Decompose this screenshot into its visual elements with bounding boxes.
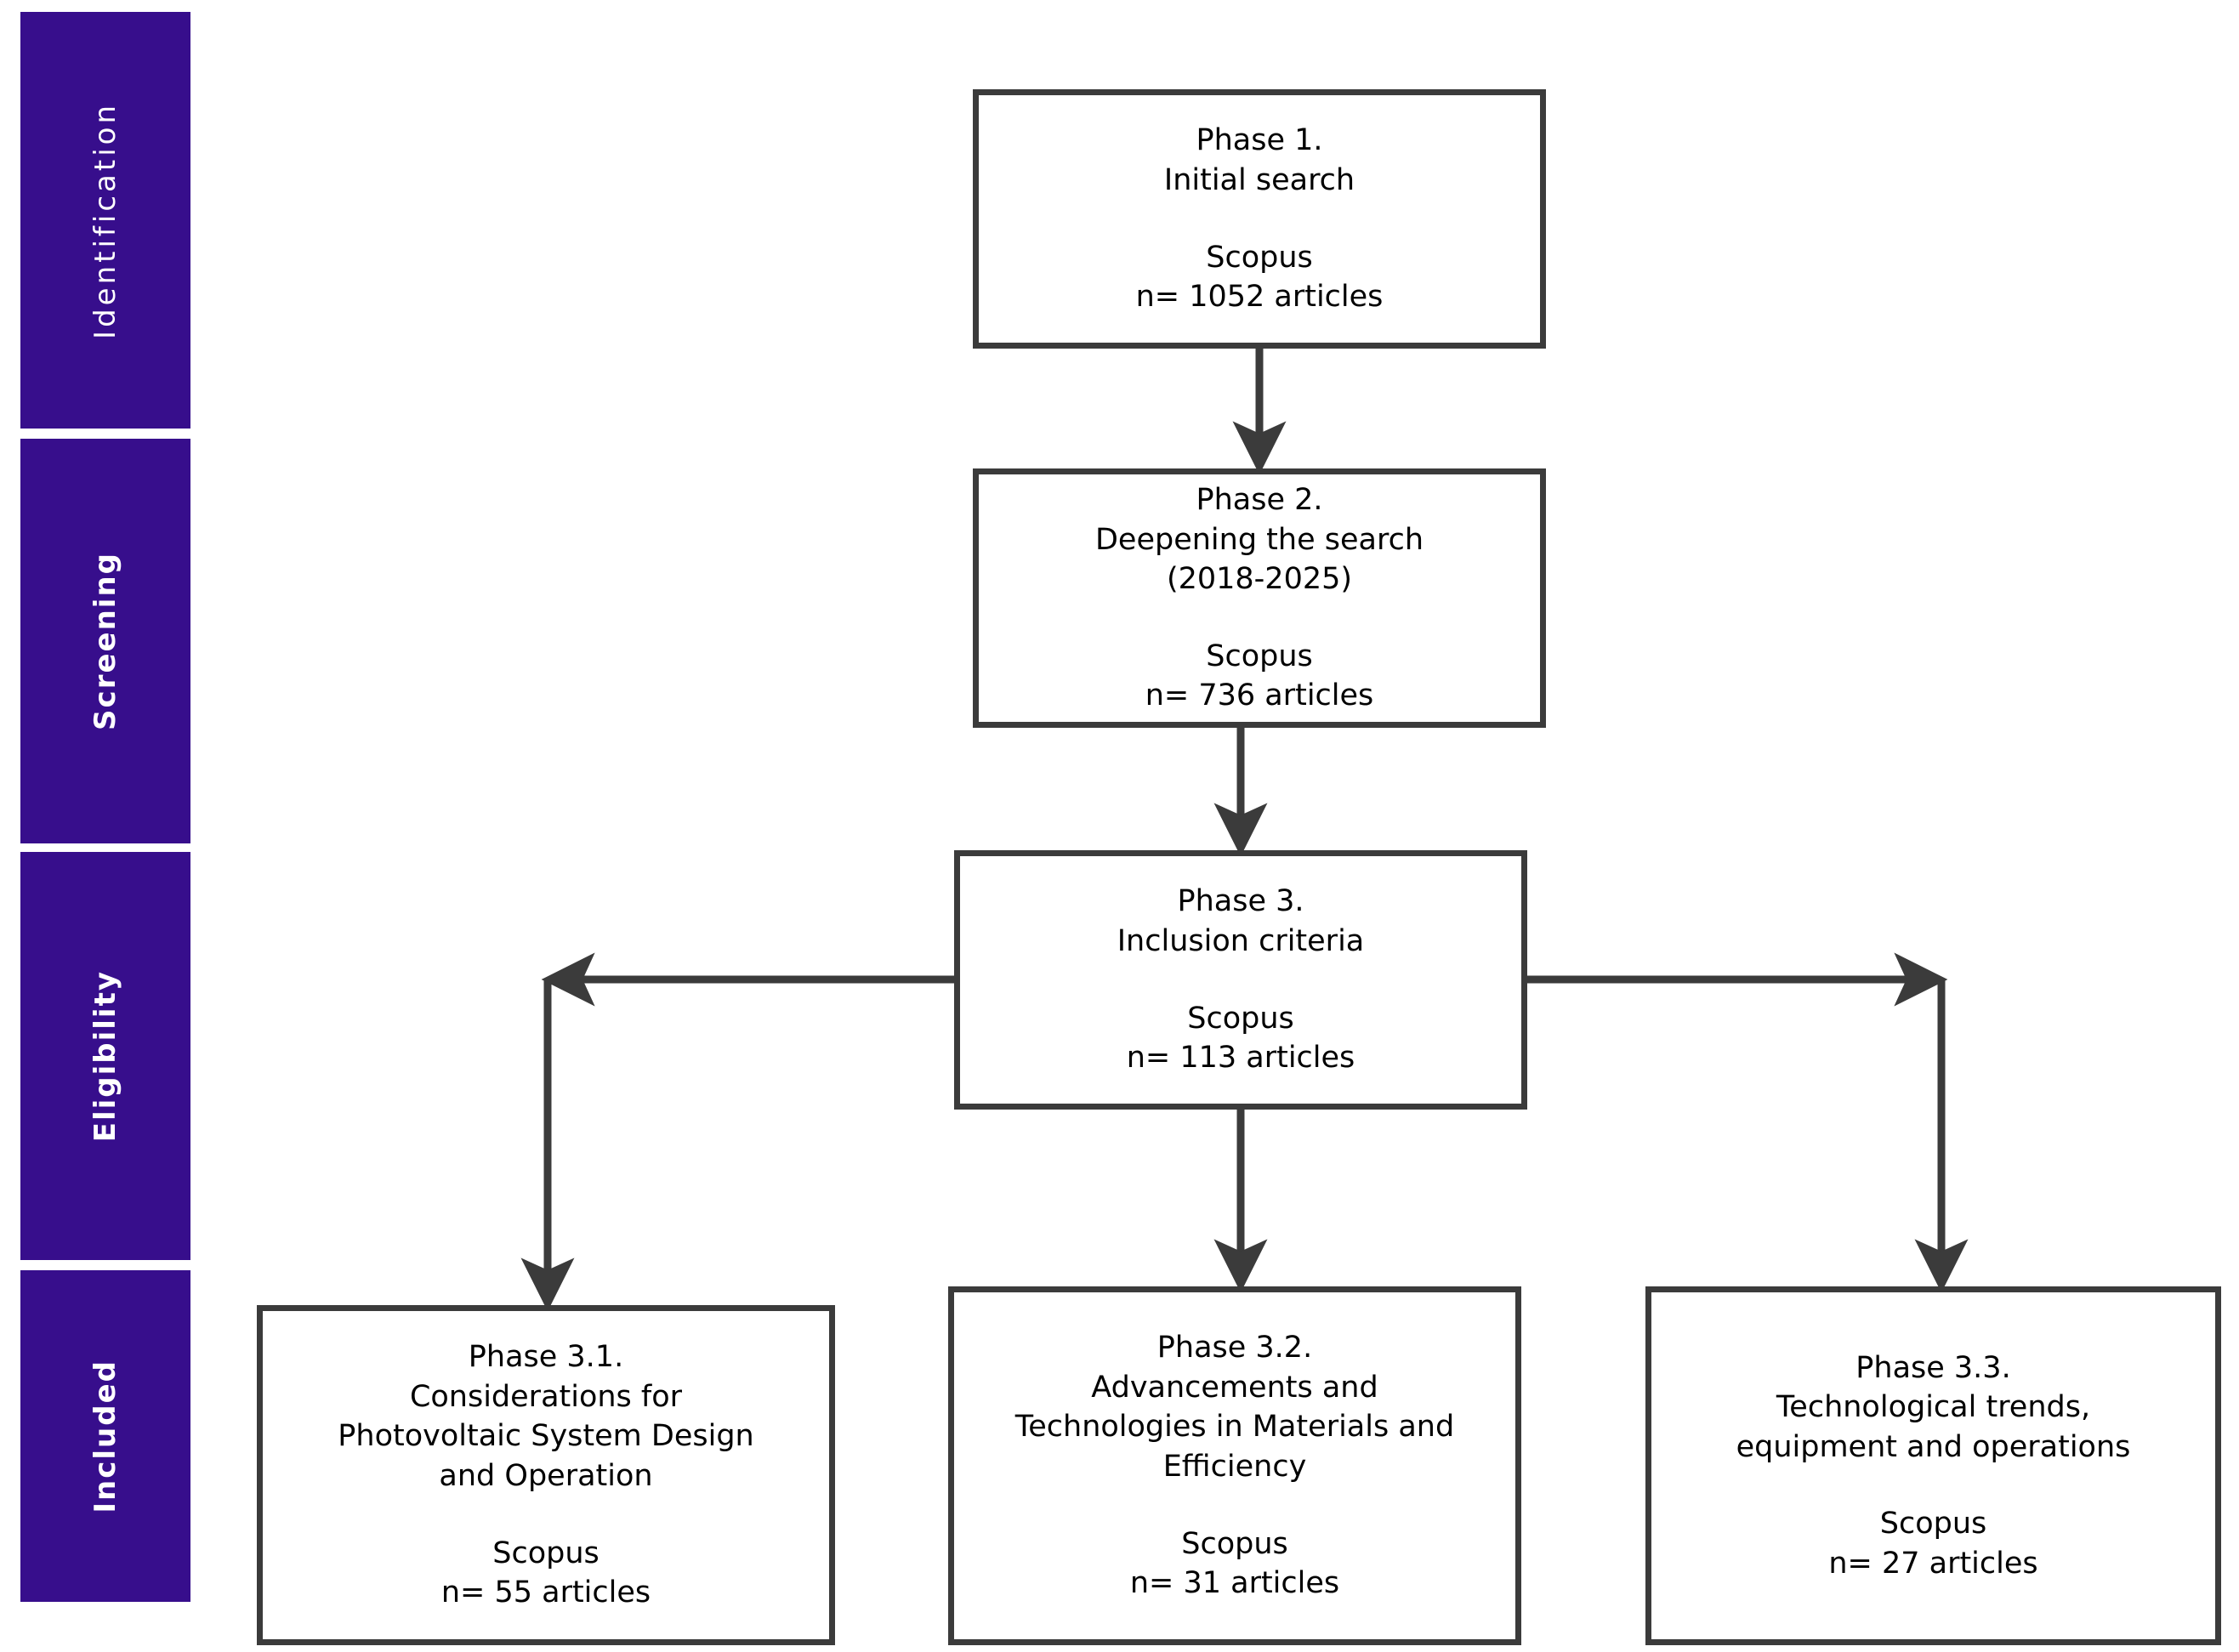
- stage-band-identification: Identification: [20, 12, 190, 429]
- phase1-source: Scopus n= 1052 articles: [1135, 240, 1384, 315]
- stage-label-eligibility: Eligibility: [88, 969, 122, 1143]
- flow-box-phase32: Phase 3.2. Advancements and Technologies…: [948, 1286, 1521, 1645]
- flow-box-phase1: Phase 1. Initial search Scopus n= 1052 a…: [973, 89, 1546, 349]
- stage-band-eligibility: Eligibility: [20, 852, 190, 1260]
- phase33-title: Phase 3.3. Technological trends, equipme…: [1736, 1350, 2131, 1464]
- phase3-source: Scopus n= 113 articles: [1126, 1001, 1355, 1076]
- phase1-title: Phase 1. Initial search: [1163, 123, 1355, 197]
- phase2-source: Scopus n= 736 articles: [1145, 639, 1374, 713]
- flow-box-phase33: Phase 3.3. Technological trends, equipme…: [1645, 1286, 2221, 1645]
- stage-band-screening: Screening: [20, 439, 190, 843]
- flow-box-phase2: Phase 2. Deepening the search (2018-2025…: [973, 468, 1546, 728]
- phase32-title: Phase 3.2. Advancements and Technologies…: [1014, 1331, 1455, 1484]
- phase31-title: Phase 3.1. Considerations for Photovolta…: [338, 1340, 754, 1493]
- phase31-source: Scopus n= 55 articles: [440, 1536, 651, 1610]
- flow-box-phase3: Phase 3. Inclusion criteria Scopus n= 11…: [954, 850, 1527, 1110]
- phase32-source: Scopus n= 31 articles: [1129, 1526, 1340, 1601]
- stage-label-screening: Screening: [88, 552, 122, 730]
- flow-box-phase31: Phase 3.1. Considerations for Photovolta…: [257, 1305, 835, 1645]
- phase33-source: Scopus n= 27 articles: [1828, 1507, 2038, 1581]
- stage-label-identification: Identification: [88, 101, 122, 339]
- phase3-title: Phase 3. Inclusion criteria: [1117, 884, 1365, 958]
- stage-label-included: Included: [88, 1359, 122, 1513]
- stage-band-included: Included: [20, 1270, 190, 1602]
- phase2-title: Phase 2. Deepening the search (2018-2025…: [1094, 483, 1424, 597]
